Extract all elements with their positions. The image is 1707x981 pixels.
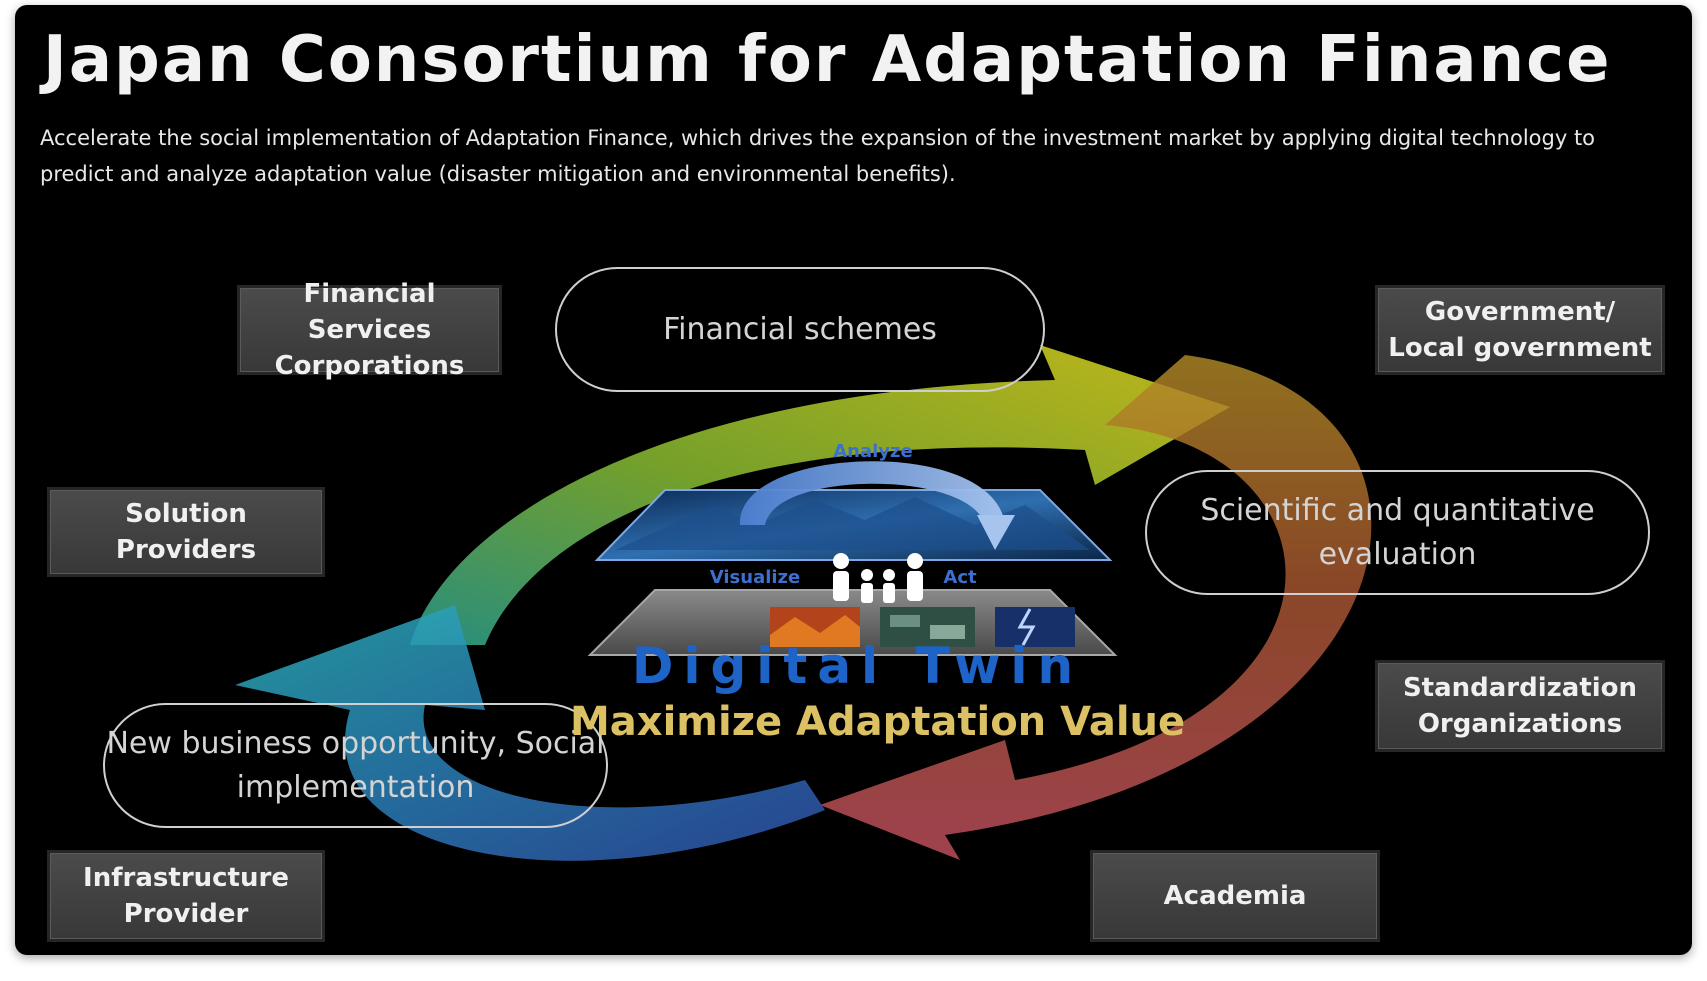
- stakeholder-label: Financial Services Corporations: [274, 279, 465, 381]
- stakeholder-academia: Academia: [1090, 850, 1380, 942]
- page-subtitle: Accelerate the social implementation of …: [40, 126, 1596, 186]
- stakeholder-financial-services: Financial Services Corporations: [237, 279, 502, 381]
- cycle-step-financial-schemes: Financial schemes: [555, 267, 1045, 392]
- slide-panel: Analyze Visualize Act Japan Consortium f…: [15, 5, 1692, 955]
- stakeholder-label: Government/ Local government: [1388, 297, 1652, 363]
- stakeholder-infrastructure: Infrastructure Provider: [47, 850, 325, 942]
- cycle-arrow-top: [410, 345, 1230, 645]
- maximize-adaptation-value: Maximize Adaptation Value: [570, 699, 1186, 745]
- scene-photo-icon: [770, 607, 1075, 647]
- stakeholder-label: Infrastructure Provider: [83, 863, 289, 929]
- cycle-step-label: New business opportunity, Social impleme…: [106, 725, 605, 805]
- stakeholder-label: Solution Providers: [115, 499, 257, 565]
- cycle-arrow-right: [820, 355, 1372, 860]
- visualize-label: Visualize: [710, 567, 800, 588]
- people-icon: [833, 553, 923, 603]
- digital-twin-title: Digital Twin: [631, 637, 1084, 695]
- cycle-step-scientific-evaluation: Scientific and quantitative evaluation: [1145, 470, 1650, 595]
- stakeholder-solution-providers: Solution Providers: [47, 487, 325, 577]
- cycle-step-label: Financial schemes: [663, 311, 937, 347]
- stakeholder-standardization: Standardization Organizations: [1375, 660, 1665, 752]
- stakeholder-label: Academia: [1163, 881, 1307, 911]
- analyze-label: Analyze: [833, 441, 912, 462]
- stakeholder-government: Government/ Local government: [1375, 285, 1665, 375]
- cycle-step-new-business: New business opportunity, Social impleme…: [103, 703, 608, 828]
- stakeholder-label: Standardization Organizations: [1402, 673, 1638, 739]
- cycle-step-label: Scientific and quantitative evaluation: [1200, 492, 1595, 572]
- circular-arrow-icon: Analyze Visualize Act: [710, 441, 1015, 588]
- adaptation-cycle-diagram: Analyze Visualize Act: [235, 345, 1372, 861]
- page-title: Japan Consortium for Adaptation Finance: [43, 23, 1612, 97]
- cycle-arrow-left: [235, 605, 825, 861]
- act-label: Act: [943, 567, 977, 588]
